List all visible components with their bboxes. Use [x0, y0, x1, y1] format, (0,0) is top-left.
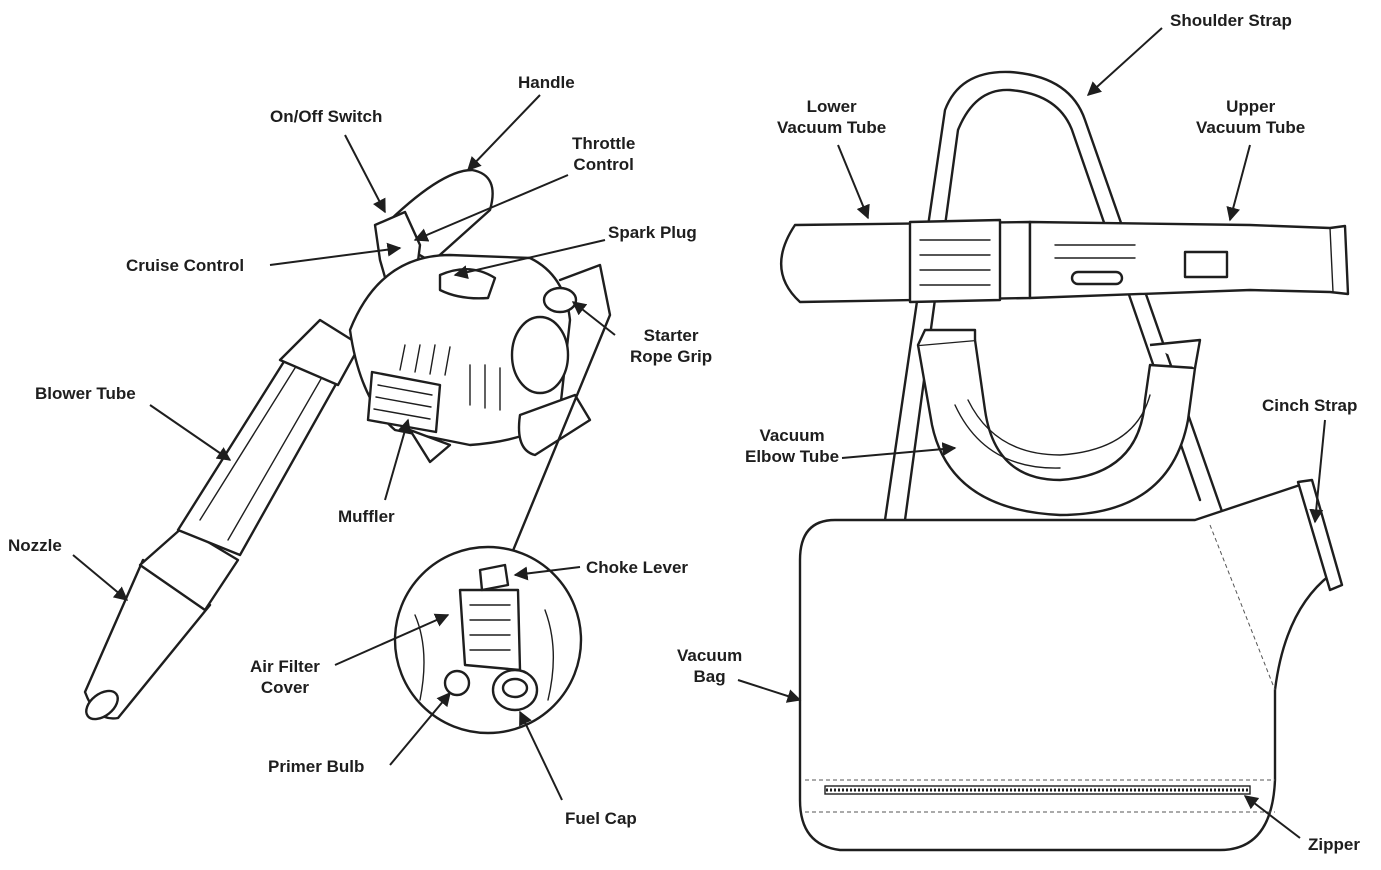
label-starter-rope-grip: Starter Rope Grip: [630, 326, 713, 366]
leader-choke-lever: [513, 566, 581, 581]
detail-callout-lines: [503, 263, 612, 572]
label-vacuum-bag: Vacuum Bag: [677, 646, 743, 686]
leader-throttle-control: [413, 174, 569, 242]
label-blower-tube: Blower Tube: [35, 384, 136, 403]
label-zipper: Zipper: [1308, 835, 1360, 854]
label-handle: Handle: [518, 73, 575, 92]
leader-shoulder-strap: [1086, 27, 1163, 96]
leader-nozzle: [72, 554, 129, 601]
leader-vacuum-elbow-tube: [841, 442, 957, 459]
label-shoulder-strap: Shoulder Strap: [1170, 11, 1292, 30]
label-choke-lever: Choke Lever: [586, 558, 689, 577]
shoulder-strap-part: [883, 70, 1227, 522]
label-spark-plug: Spark Plug: [608, 223, 697, 242]
leader-cruise-control: [269, 242, 402, 266]
label-cinch-strap: Cinch Strap: [1262, 396, 1358, 415]
leader-blower-tube: [149, 404, 232, 461]
leader-primer-bulb: [389, 691, 451, 766]
leader-cinch-strap: [1309, 419, 1326, 524]
leader-vacuum-bag: [737, 679, 802, 703]
leader-handle: [467, 94, 541, 172]
label-air-filter-cover: Air Filter Cover: [250, 657, 320, 697]
leader-spark-plug: [453, 239, 606, 279]
leader-lower-vacuum-tube: [837, 144, 870, 220]
label-fuel-cap: Fuel Cap: [565, 809, 637, 828]
cinch-strap-part: [1296, 478, 1344, 592]
leader-air-filter-cover: [334, 613, 450, 666]
label-on-off-switch: On/Off Switch: [270, 107, 383, 126]
blower-illustration: [83, 168, 592, 721]
vacuum-bag-part: [798, 483, 1332, 852]
vacuum-kit-illustration: [780, 70, 1350, 852]
elbow-tube-part: [916, 338, 1197, 517]
label-throttle-control: Throttle Control: [572, 134, 636, 174]
label-cruise-control: Cruise Control: [126, 256, 245, 275]
leader-upper-vacuum-tube: [1226, 144, 1251, 222]
label-primer-bulb: Primer Bulb: [268, 757, 365, 776]
leader-fuel-cap: [519, 710, 563, 801]
label-muffler: Muffler: [338, 507, 395, 526]
starter-grip-part: [542, 286, 578, 314]
label-nozzle: Nozzle: [8, 536, 62, 555]
label-lower-vacuum-tube: Lower Vacuum Tube: [777, 97, 887, 137]
leader-on-off-switch: [344, 134, 386, 214]
label-upper-vacuum-tube: Upper Vacuum Tube: [1196, 97, 1306, 137]
zipper-part: [824, 785, 1251, 795]
label-vacuum-elbow-tube: Vacuum Elbow Tube: [745, 426, 840, 466]
leader-starter-rope-grip: [571, 301, 616, 336]
leader-lines: [72, 27, 1326, 839]
leader-muffler: [384, 418, 412, 501]
leader-zipper: [1243, 795, 1301, 839]
detail-inset: [393, 545, 583, 735]
